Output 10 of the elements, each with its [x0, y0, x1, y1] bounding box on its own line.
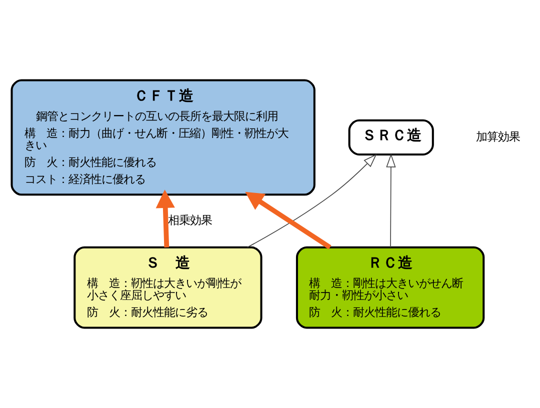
node-box: ＲＣ造 構 造：剛性は大きいがせん断耐力・靭性が小さい 防 火：耐火性能に優れる [296, 246, 485, 329]
node-box: ＣＦＴ造 鋼管とコンクリートの互いの長所を最大限に利用 構 造：耐力（曲げ・せん断・圧縮）剛性・靭性が大きい 防 火：耐火性能に優れる コスト：経済性に優れる [10, 79, 316, 196]
node-box: ＳＲＣ造 [348, 119, 434, 156]
label: 加算効果 [476, 129, 520, 144]
arrow [245, 192, 332, 250]
arrow [246, 154, 377, 248]
node-box: Ｓ 造 構 造：靭性は大きいが剛性が小さく座屈しやすい 防 火：耐火性能に劣る [74, 246, 262, 329]
arrow [386, 153, 396, 248]
edge-label: 相乗効果 [168, 213, 212, 228]
arrow [156, 190, 175, 248]
